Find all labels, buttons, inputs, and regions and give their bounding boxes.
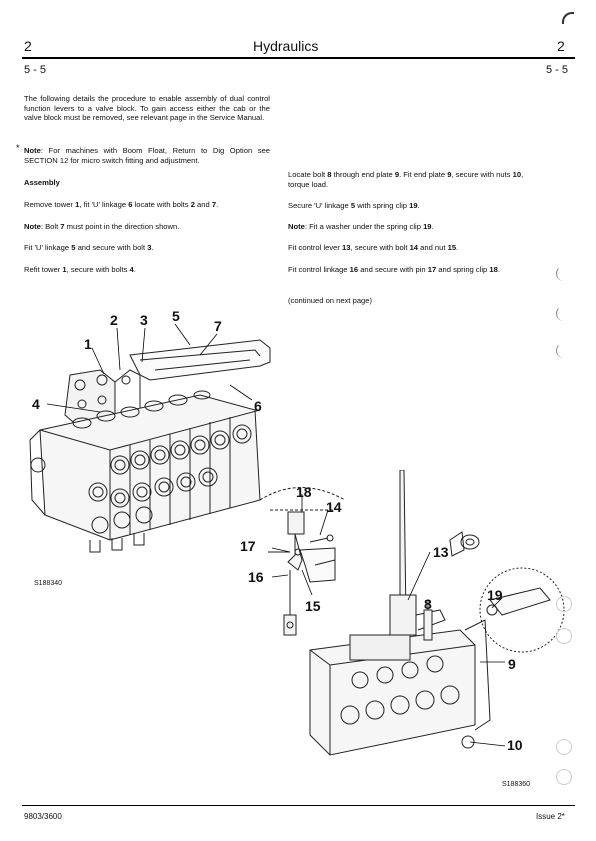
- valve-block-illustration: [29, 323, 271, 553]
- header-rule: [22, 57, 575, 59]
- step-locate-bolt: Locate bolt 8 through end plate 9. Fit e…: [288, 170, 524, 189]
- binder-mark: [556, 343, 569, 358]
- chapter-number-right: 2: [557, 38, 565, 54]
- step-secure-u-linkage: Secure 'U' linkage 5 with spring clip 19…: [288, 201, 420, 210]
- document-number: 9803/3600: [24, 812, 62, 821]
- issue-number: Issue 2*: [536, 812, 565, 821]
- note-text: : For machines with Boom Float, Return t…: [24, 146, 270, 165]
- control-lever-illustration: [259, 470, 565, 756]
- binder-mark: [556, 306, 569, 321]
- page-number-right: 5 - 5: [546, 64, 569, 76]
- callout-19: 19: [487, 587, 503, 603]
- punch-hole: [556, 628, 572, 644]
- callout-17: 17: [240, 538, 256, 554]
- step-refit-tower: Refit tower 1, secure with bolts 4.: [24, 265, 136, 274]
- callout-2: 2: [110, 312, 118, 328]
- callout-6: 6: [254, 398, 262, 414]
- assembly-heading: Assembly: [24, 178, 60, 187]
- step-remove-tower: Remove tower 1, fit 'U' linkage 6 locate…: [24, 200, 219, 209]
- callout-10: 10: [507, 737, 523, 753]
- step-fit-u-linkage: Fit 'U' linkage 5 and secure with bolt 3…: [24, 243, 154, 252]
- binder-mark: [562, 12, 574, 24]
- page-number-left: 5 - 5: [24, 64, 47, 76]
- binder-mark: [556, 266, 569, 281]
- punch-hole: [556, 769, 572, 785]
- note-label: Note: [24, 146, 41, 155]
- note-boom-float: Note: For machines with Boom Float, Retu…: [24, 146, 270, 165]
- figure1-ref: S188340: [34, 580, 63, 587]
- step-fit-control-lever: Fit control lever 13, secure with bolt 1…: [288, 243, 459, 252]
- callout-4: 4: [32, 396, 40, 412]
- callout-15: 15: [305, 598, 321, 614]
- note-washer: Note: Fit a washer under the spring clip…: [288, 222, 434, 231]
- callout-3: 3: [140, 312, 148, 328]
- callout-7: 7: [214, 318, 222, 334]
- callout-18: 18: [296, 484, 312, 500]
- continued-note: (continued on next page): [288, 296, 373, 305]
- callout-8: 8: [424, 596, 432, 612]
- page-title: Hydraulics: [253, 38, 319, 54]
- change-marker: *: [16, 143, 20, 153]
- callout-13: 13: [433, 544, 449, 560]
- note-bolt-direction: Note: Bolt 7 must point in the direction…: [24, 222, 180, 231]
- punch-hole: [556, 739, 572, 755]
- step-fit-control-linkage: Fit control linkage 16 and secure with p…: [288, 265, 500, 274]
- footer-rule: [22, 805, 575, 806]
- punch-hole: [556, 596, 572, 612]
- callout-5: 5: [172, 308, 180, 324]
- callout-16: 16: [248, 569, 264, 585]
- figure2-ref: S188360: [502, 781, 531, 788]
- intro-paragraph: The following details the procedure to e…: [24, 94, 270, 123]
- chapter-number-left: 2: [24, 38, 32, 54]
- callout-14: 14: [326, 499, 342, 515]
- callout-9: 9: [508, 656, 516, 672]
- callout-1: 1: [84, 336, 92, 352]
